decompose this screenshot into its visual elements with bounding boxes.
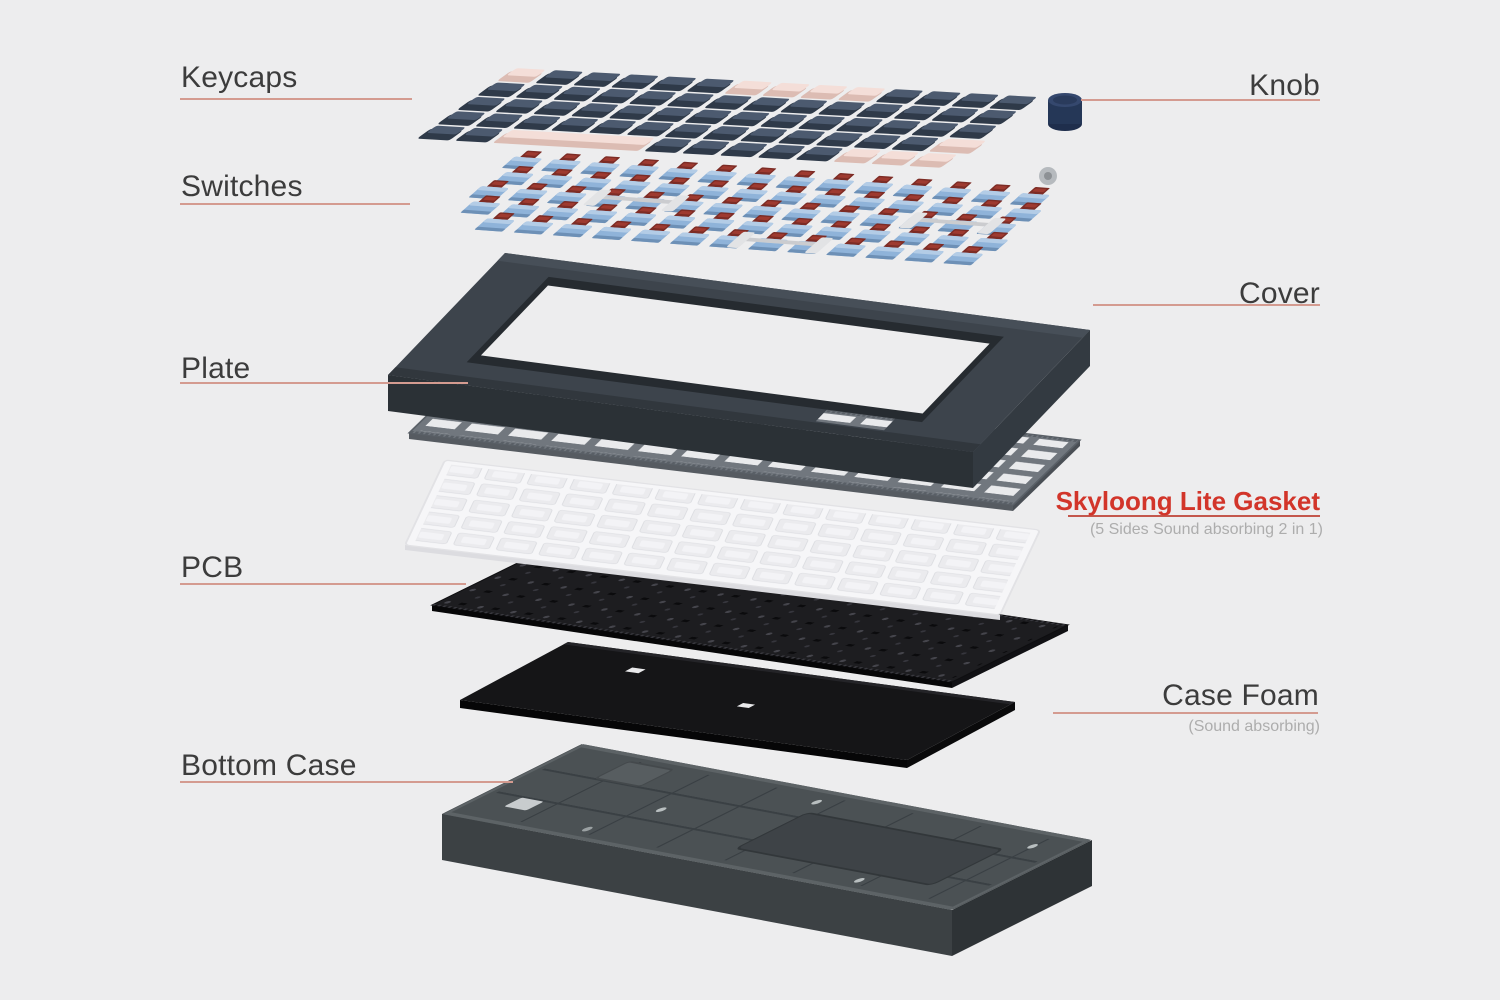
label-case-foam: Case Foam (1162, 679, 1319, 712)
label-switches: Switches (181, 170, 303, 203)
label-knob: Knob (1249, 69, 1320, 102)
switches-leader-line (180, 203, 410, 205)
bottom-case-layer (442, 744, 1092, 956)
case-foam-layer (459, 642, 1016, 768)
gasket-underline (1068, 515, 1320, 517)
label-gasket-subtitle: (5 Sides Sound absorbing 2 in 1) (1089, 521, 1323, 538)
label-keycaps: Keycaps (181, 61, 298, 94)
label-cover: Cover (1238, 277, 1320, 310)
label-gasket-title: Skyloong Lite Gasket (1055, 486, 1320, 516)
knob-part (1048, 93, 1082, 131)
keycaps-layer (418, 68, 1036, 168)
pcb-layer (430, 547, 1070, 688)
label-plate: Plate (181, 352, 251, 385)
case-foam-leader-line (1053, 712, 1318, 714)
pcb-leader-line (180, 583, 466, 585)
label-bottom-case: Bottom Case (181, 749, 357, 782)
cover-layer (388, 253, 1091, 488)
plate-leader-line (180, 382, 468, 384)
label-pcb: PCB (181, 551, 244, 584)
knob-leader-line (1081, 99, 1320, 101)
bottom-case-leader-line (180, 781, 513, 783)
label-case-foam-subtitle: (Sound absorbing) (1188, 718, 1320, 735)
gasket-layer (404, 459, 1041, 620)
keycaps-leader-line (180, 98, 412, 100)
switches-layer (460, 150, 1057, 266)
cover-leader-line (1093, 304, 1320, 306)
